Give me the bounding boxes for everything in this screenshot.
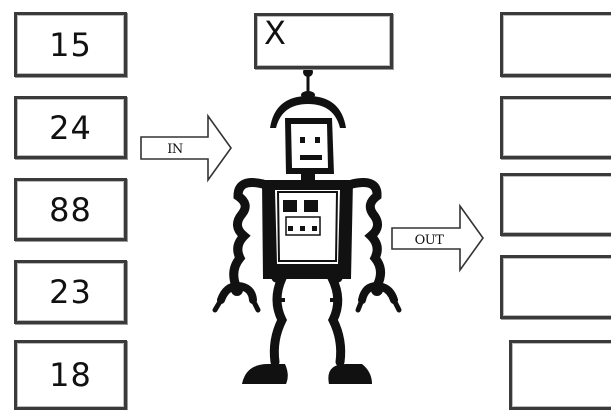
output-box-3[interactable] xyxy=(500,173,611,236)
in-label: IN xyxy=(167,142,183,157)
robot-body xyxy=(262,180,353,279)
input-value-2: 24 xyxy=(49,108,92,147)
robot-head xyxy=(285,118,334,174)
input-value-3: 88 xyxy=(49,190,92,229)
output-box-4[interactable] xyxy=(500,255,611,319)
function-box: X xyxy=(254,13,393,69)
out-arrow: OUT xyxy=(391,203,484,273)
function-text: X xyxy=(264,14,286,52)
output-box-1[interactable] xyxy=(500,12,611,77)
input-box-4: 23 xyxy=(14,260,127,324)
robot-legs xyxy=(242,273,372,384)
input-box-1: 15 xyxy=(14,12,127,77)
input-box-2: 24 xyxy=(14,96,127,159)
input-box-5: 18 xyxy=(14,340,127,410)
input-value-4: 23 xyxy=(49,273,92,311)
input-value-5: 18 xyxy=(49,356,92,394)
robot-antenna xyxy=(270,66,346,128)
robot-left-arm xyxy=(212,178,268,313)
robot-right-arm xyxy=(347,178,402,313)
input-value-1: 15 xyxy=(49,25,92,64)
out-label: OUT xyxy=(415,233,445,248)
in-arrow: IN xyxy=(140,113,232,183)
output-box-2[interactable] xyxy=(500,96,611,159)
robot-diagram: IN OUT xyxy=(140,66,484,384)
output-box-5[interactable] xyxy=(509,340,611,410)
input-box-3: 88 xyxy=(14,178,127,241)
